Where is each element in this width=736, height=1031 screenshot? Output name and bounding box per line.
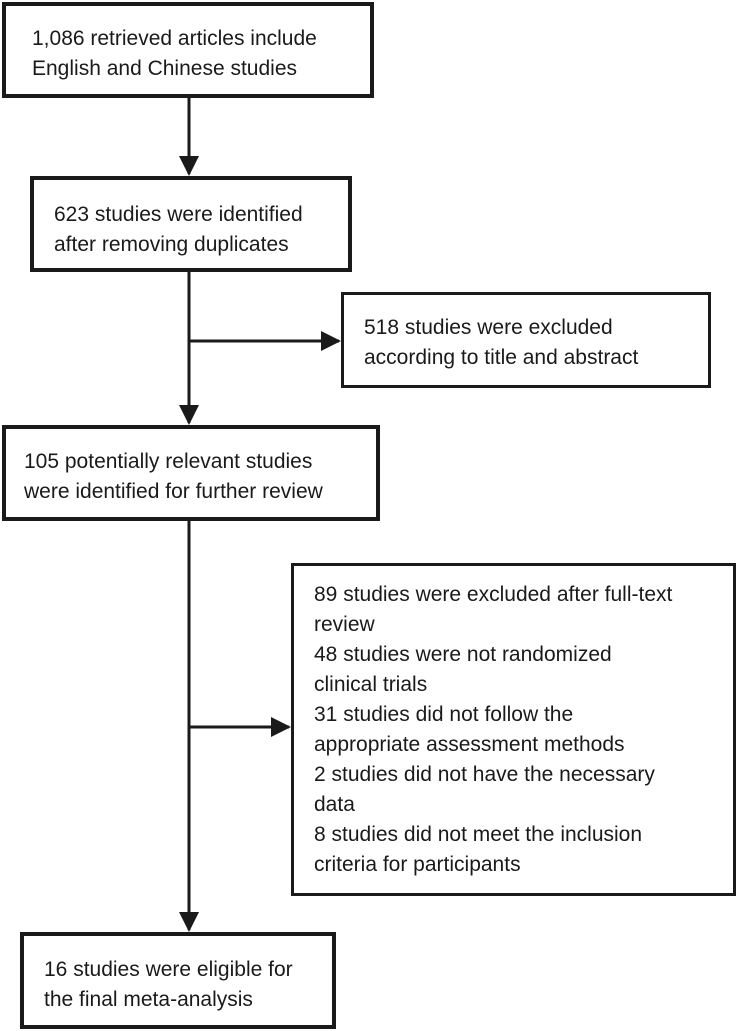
excluded-title-abstract-line-2: according to title and abstract [364, 346, 639, 369]
excluded-full-text-line: review [314, 613, 375, 636]
relevant-studies-line-2: were identified for further review [24, 480, 323, 503]
identified-studies-line-1: 623 studies were identified [54, 203, 303, 226]
identified-studies-line-2: after removing duplicates [54, 233, 289, 256]
excluded-title-abstract-line-1: 518 studies were excluded [364, 316, 613, 339]
retrieved-articles-box: 1,086 retrieved articles include English… [2, 2, 374, 98]
excluded-title-abstract-box: 518 studies were excluded according to t… [341, 292, 711, 388]
excluded-full-text-line: criteria for participants [314, 853, 521, 876]
excluded-full-text-line: appropriate assessment methods [314, 733, 625, 756]
excluded-full-text-line: 8 studies did not meet the inclusion [314, 823, 643, 846]
relevant-studies-line-1: 105 potentially relevant studies [24, 450, 313, 473]
eligible-studies-line-2: the final meta-analysis [44, 988, 253, 1011]
excluded-full-text-line: clinical trials [314, 673, 428, 696]
retrieved-articles-line-1: 1,086 retrieved articles include [32, 27, 317, 50]
excluded-full-text-line: data [314, 793, 355, 816]
excluded-full-text-line: 48 studies were not randomized [314, 643, 612, 666]
eligible-studies-box: 16 studies were eligible for the final m… [20, 932, 336, 1029]
excluded-full-text-line: 31 studies did not follow the [314, 703, 574, 726]
relevant-studies-box: 105 potentially relevant studies were id… [2, 425, 380, 521]
excluded-full-text-line: 2 studies did not have the necessary [314, 763, 655, 786]
eligible-studies-line-1: 16 studies were eligible for [44, 958, 293, 981]
retrieved-articles-line-2: English and Chinese studies [32, 57, 298, 80]
excluded-full-text-line: 89 studies were excluded after full-text [314, 583, 673, 606]
identified-studies-box: 623 studies were identified after removi… [30, 176, 352, 272]
excluded-full-text-box: 89 studies were excluded after full-text… [291, 563, 736, 896]
